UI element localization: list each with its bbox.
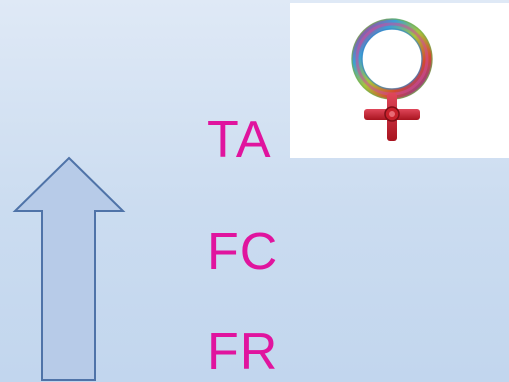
female-venus-symbol-icon [351,18,433,141]
label-fc: FC [207,223,279,281]
female-symbol-image [290,3,509,158]
up-arrow-icon [12,156,126,381]
label-ta: TA [207,111,272,169]
label-fr: FR [207,323,279,381]
